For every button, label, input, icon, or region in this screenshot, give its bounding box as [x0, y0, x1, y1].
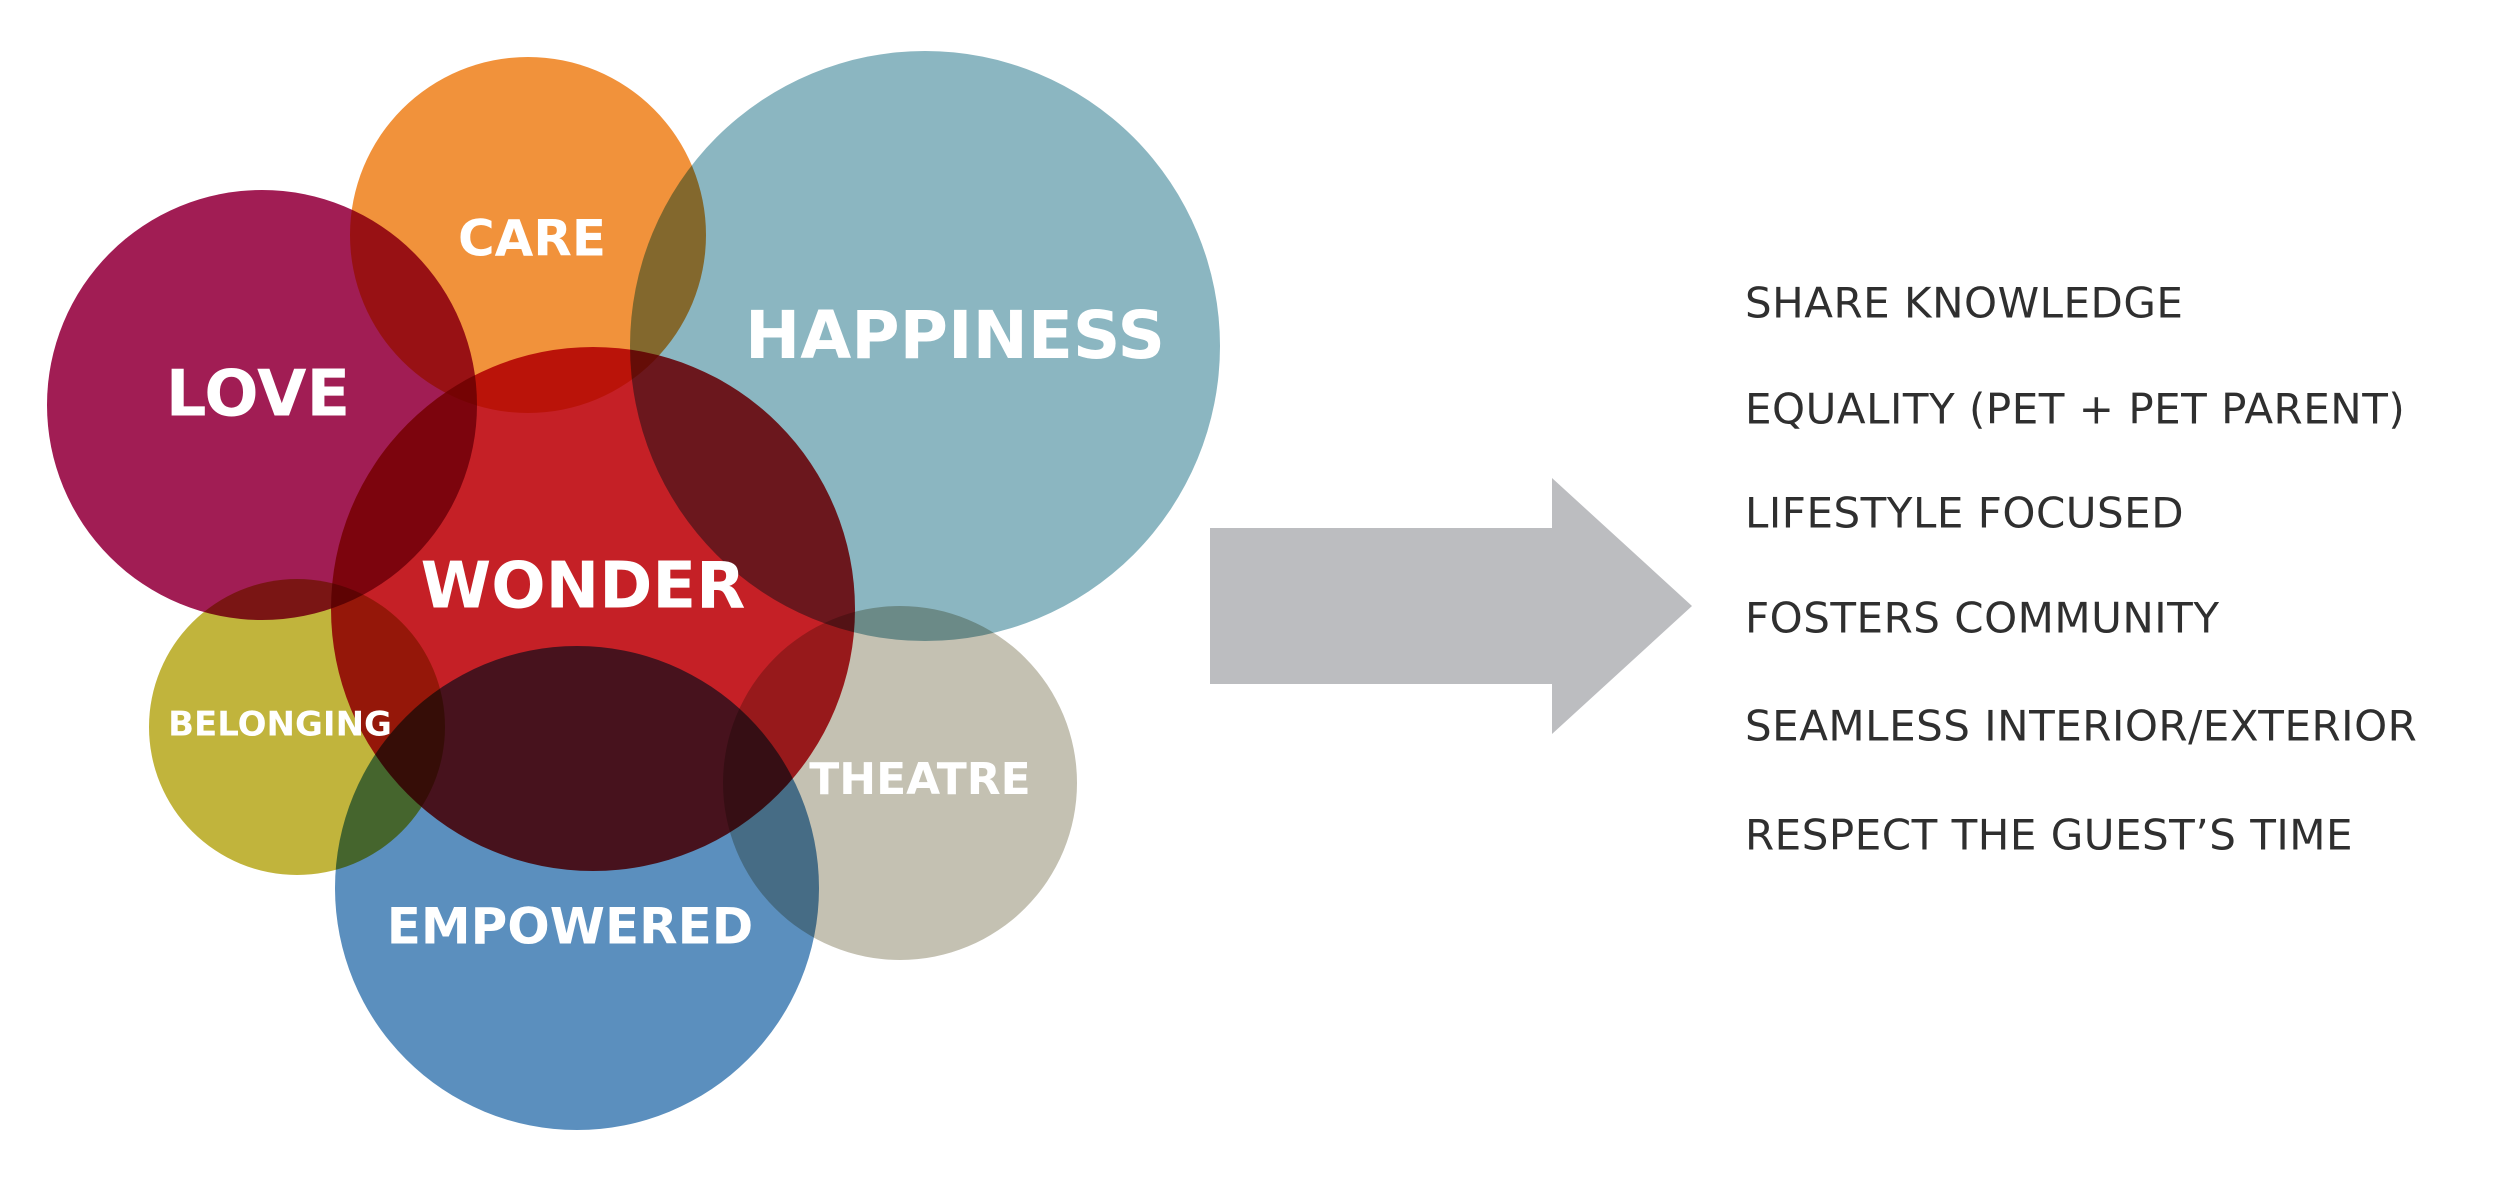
empowered-label: EMPOWERED [387, 898, 754, 956]
outcome-item: SEAMLESS INTERIOR/EXTERIOR [1745, 702, 2417, 751]
bubble-labels: HAPPINESS CARE LOVE WONDER BELONGING THE… [166, 210, 1165, 956]
outcome-item: EQUALITY (PET + PET PARENT) [1745, 385, 2405, 434]
happiness-label: HAPPINESS [745, 297, 1165, 374]
wonder-bubble [331, 347, 855, 871]
outcome-item: RESPECT THE GUEST’S TIME [1745, 811, 2353, 860]
outcome-item: SHARE KNOWLEDGE [1745, 279, 2183, 328]
love-label: LOVE [166, 358, 350, 432]
belonging-label: BELONGING [168, 705, 392, 745]
wonder-label: WONDER [421, 550, 746, 624]
outcome-item: LIFESTYLE FOCUSED [1745, 489, 2184, 538]
outcomes-list: SHARE KNOWLEDGE EQUALITY (PET + PET PARE… [1745, 279, 2417, 860]
outcome-item: FOSTERS COMMUNITY [1745, 594, 2219, 643]
care-label: CARE [458, 210, 606, 268]
theatre-label: THEATRE [809, 754, 1030, 805]
bubble-cluster [47, 51, 1220, 1130]
right-arrow-icon [1210, 478, 1692, 734]
